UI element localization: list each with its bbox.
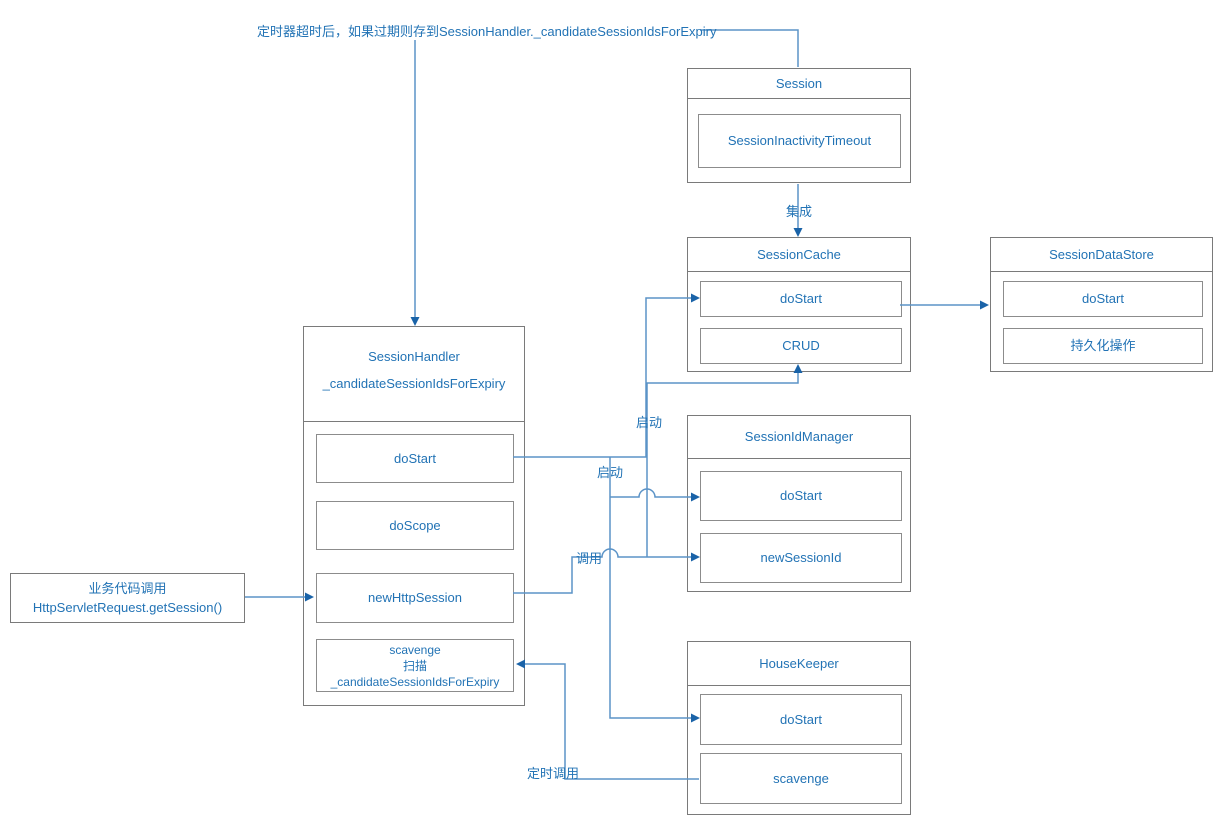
caller-line-1: 业务代码调用: [88, 581, 167, 596]
timer-annotation: 定时器超时后，如果过期则存到SessionHandler._candidateS…: [257, 24, 717, 39]
edge-label-start-managers: 启动: [597, 465, 624, 480]
node-session-data-store: SessionDataStore doStart 持久化操作: [990, 237, 1213, 372]
member-handler-newhttpsession: newHttpSession: [316, 573, 514, 623]
node-session-cache-title: SessionCache: [688, 238, 910, 272]
arrow-down-sessioncache: [793, 228, 803, 237]
node-session-data-store-title: SessionDataStore: [991, 238, 1212, 272]
node-session-id-manager-title: SessionIdManager: [688, 416, 910, 459]
scavenge-line-1: scavenge: [389, 643, 441, 657]
connector-dostart-to-sessioncache-dostart: [513, 297, 691, 458]
member-handler-doscope: doScope: [316, 501, 514, 550]
node-session-handler: SessionHandler _candidateSessionIdsForEx…: [303, 326, 525, 706]
scavenge-line-2: 扫描: [402, 659, 427, 673]
edge-label-invoke: 调用: [576, 551, 603, 566]
node-caller: 业务代码调用 HttpServletRequest.getSession(): [10, 573, 245, 623]
connector-dostart-to-sessionidmanager-dostart: [610, 488, 691, 498]
node-house-keeper: HouseKeeper doStart scavenge: [687, 641, 911, 815]
member-sessiondatastore-dostart: doStart: [1003, 281, 1203, 317]
node-session-handler-title: SessionHandler: [368, 349, 460, 364]
caller-line-2: HttpServletRequest.getSession(): [32, 600, 223, 615]
member-idmanager-newsessionid: newSessionId: [700, 533, 902, 583]
member-housekeeper-dostart: doStart: [700, 694, 902, 745]
edge-label-timer-invoke: 定时调用: [527, 766, 580, 781]
arrow-down-sessionhandler: [410, 317, 420, 326]
node-session-id-manager: SessionIdManager doStart newSessionId: [687, 415, 911, 592]
node-session: Session SessionInactivityTimeout: [687, 68, 911, 183]
node-session-title: Session: [688, 69, 910, 99]
node-session-handler-field: _candidateSessionIdsForExpiry: [322, 376, 506, 391]
arrow-right-sessiondatastore: [980, 300, 989, 310]
connector-housekeeper-scavenge-to-handler-scavenge: [525, 663, 699, 780]
member-housekeeper-scavenge: scavenge: [700, 753, 902, 804]
member-handler-dostart: doStart: [316, 434, 514, 483]
connector-dostart-to-housekeeper-dostart: [609, 457, 691, 719]
node-house-keeper-title: HouseKeeper: [688, 642, 910, 686]
edge-label-integrate: 集成: [786, 204, 813, 219]
member-handler-scavenge: scavenge 扫描 _candidateSessionIdsForExpir…: [316, 639, 514, 692]
member-sessioncache-dostart: doStart: [700, 281, 902, 317]
node-session-cache: SessionCache doStart CRUD: [687, 237, 911, 372]
scavenge-line-3: _candidateSessionIdsForExpiry: [330, 675, 500, 689]
member-sessioncache-crud: CRUD: [700, 328, 902, 364]
member-sessiondatastore-persist: 持久化操作: [1003, 328, 1203, 364]
member-idmanager-dostart: doStart: [700, 471, 902, 521]
member-session-inactivity-timeout: SessionInactivityTimeout: [698, 114, 901, 168]
edge-label-start-cache: 启动: [636, 415, 663, 430]
